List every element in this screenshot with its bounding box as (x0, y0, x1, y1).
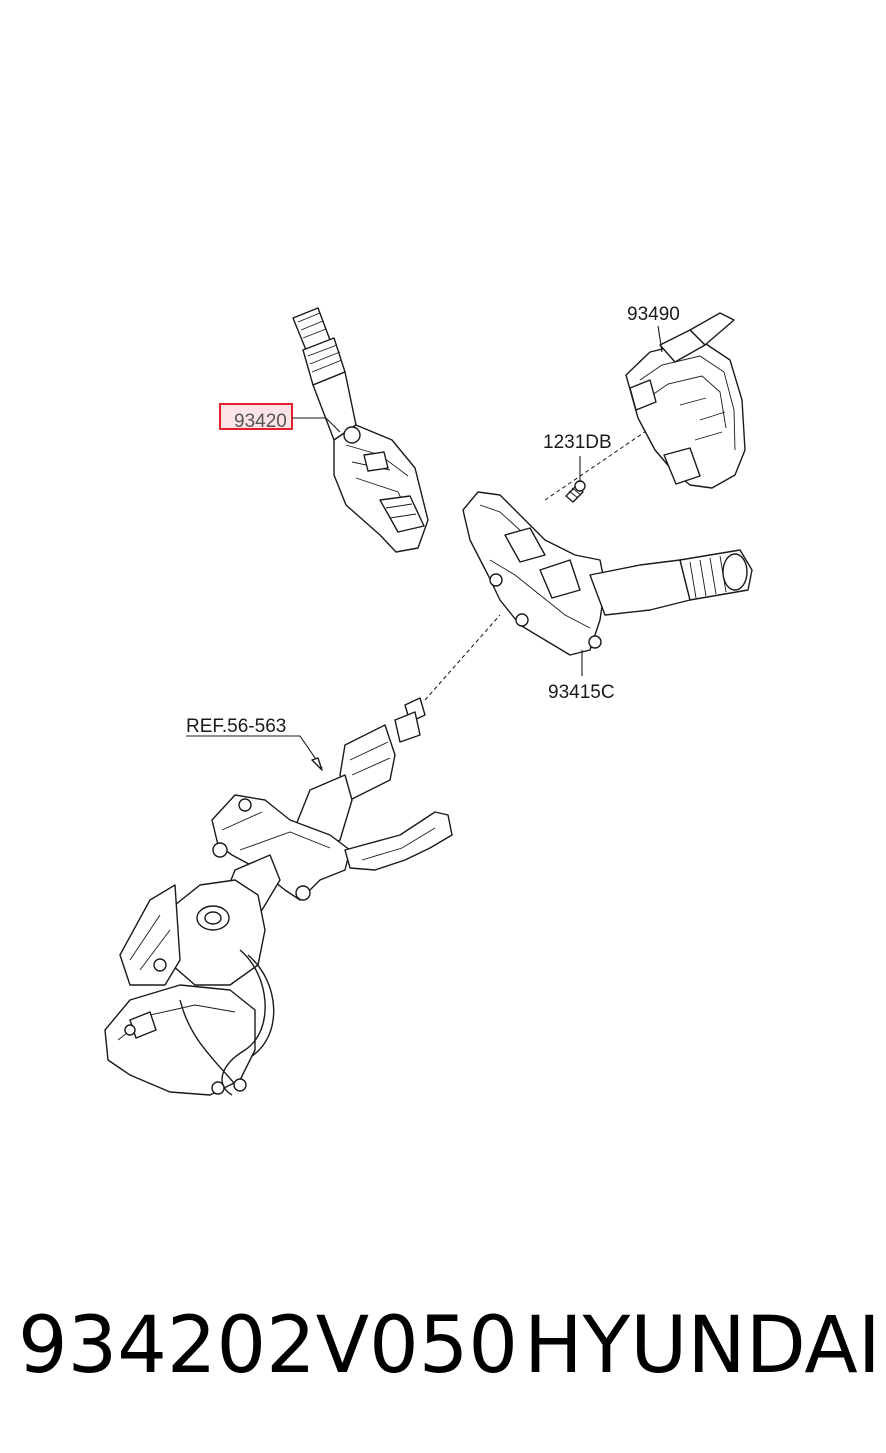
screw-1231DB[interactable] (565, 480, 586, 503)
highlight-box-93420 (219, 403, 293, 430)
leader-arrowhead-ref (311, 757, 323, 771)
wiper-switch-93420[interactable] (292, 307, 429, 553)
caption-part-number: 934202V050 (18, 1301, 518, 1391)
steering-column-assembly[interactable] (104, 697, 453, 1096)
leader-93420 (292, 417, 341, 433)
clock-spring-93490[interactable] (625, 312, 746, 489)
caption-brand: HYUNDAI (524, 1301, 881, 1391)
leader-93490 (657, 325, 663, 353)
multifunction-switch-93415C[interactable] (462, 491, 753, 656)
callout-ref-56-563[interactable]: REF.56-563 (186, 716, 286, 737)
callout-1231DB[interactable]: 1231DB (543, 432, 612, 453)
callout-93415C[interactable]: 93415C (548, 682, 615, 703)
callout-93490[interactable]: 93490 (627, 304, 680, 325)
assembly-axis-line (424, 424, 656, 701)
leader-ref-56-563 (186, 735, 323, 769)
callout-93420[interactable]: 93420 (234, 411, 287, 432)
